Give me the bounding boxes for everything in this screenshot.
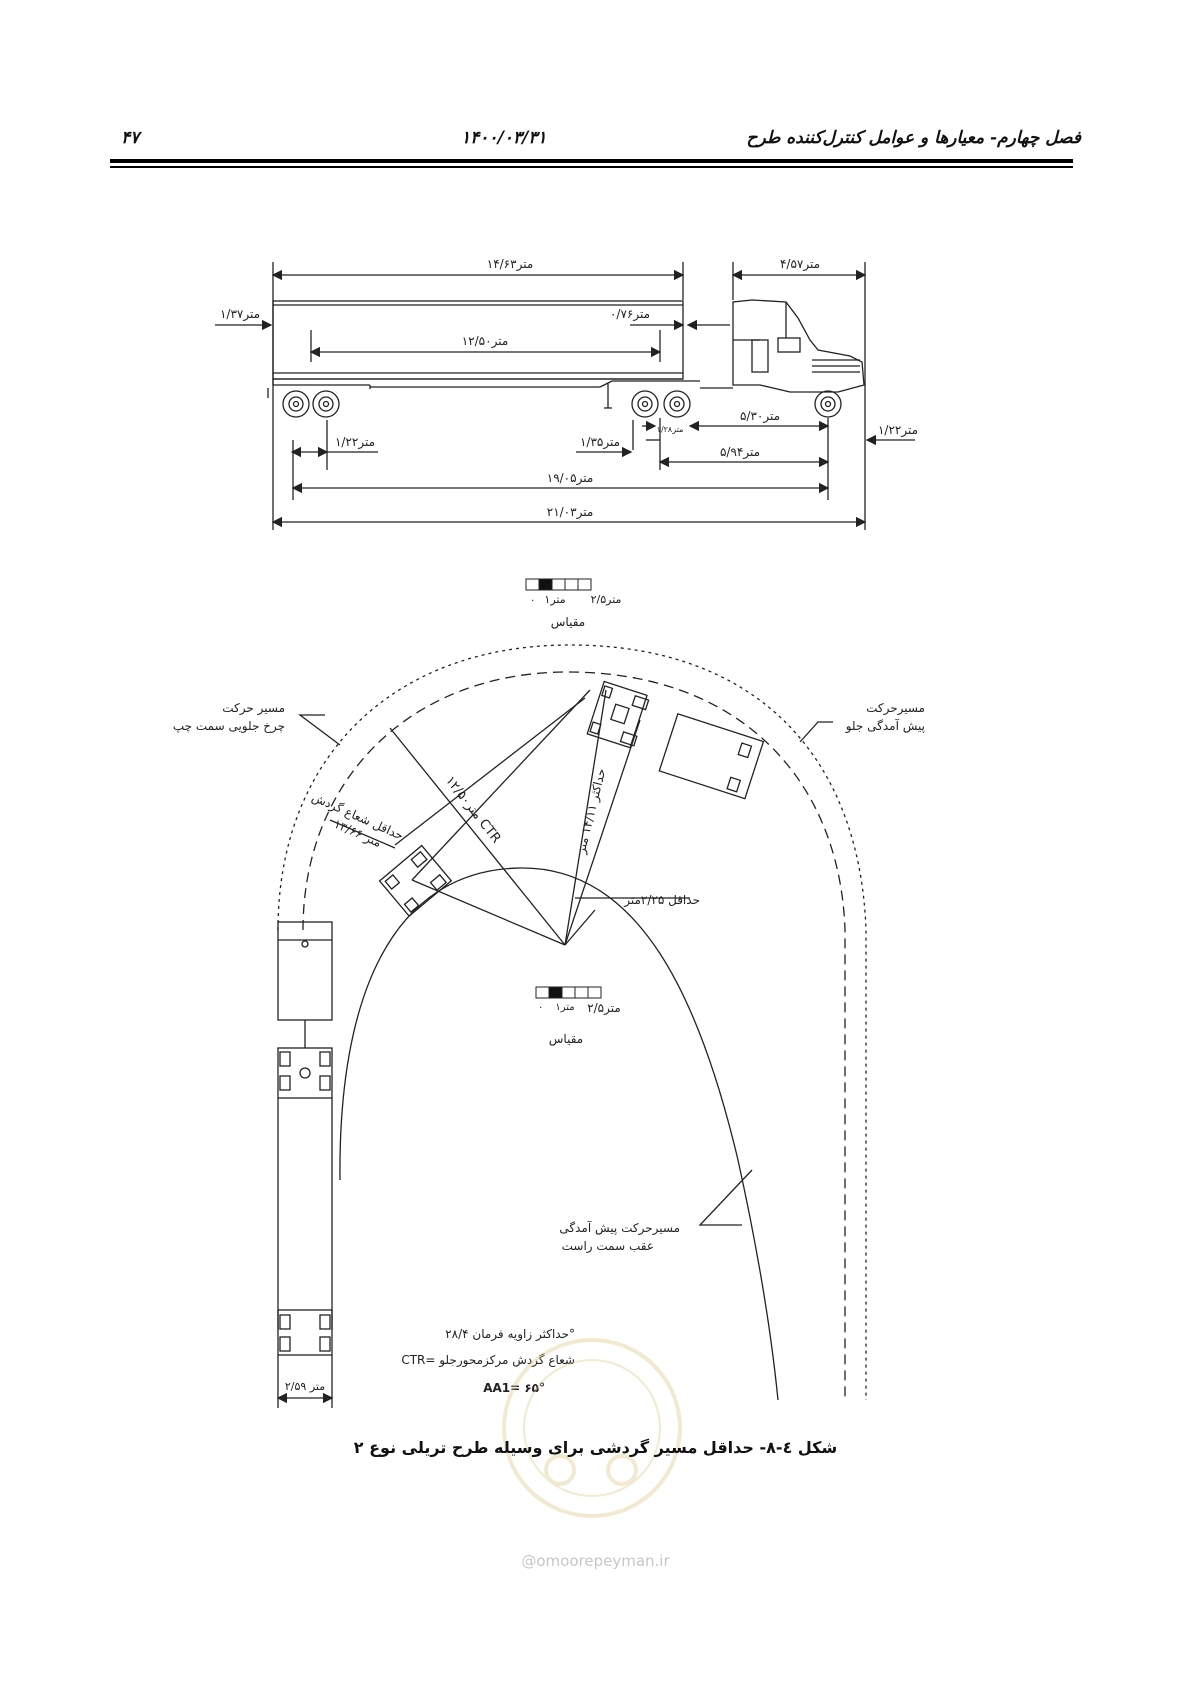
label-rear-right-2: عقب سمت راست xyxy=(562,1239,654,1254)
label-max-radius: حداکثر ۱۴/۱۱ متر xyxy=(574,767,610,856)
chapter-title: فصل چهارم- معیارها و عوامل کنترل‌کننده ط… xyxy=(746,128,1081,148)
dim-cab-length: ۴/۵۷متر xyxy=(780,257,820,272)
plan-scale-zero: ۰ xyxy=(538,1002,543,1013)
tractor-cab xyxy=(700,299,865,393)
label-front-overhang-2: پیش آمدگی جلو xyxy=(845,718,925,734)
vehicle-turning-mid xyxy=(378,844,453,918)
dim-tandem-spacing: ۱/۲۸متر xyxy=(657,425,684,434)
dim-front-overhang: ۱/۲۲متر xyxy=(878,423,918,438)
footer-watermark-url: @omoorepeyman.ir xyxy=(521,1552,670,1570)
vehicle-straight-left xyxy=(276,921,334,1408)
header-rule-thin xyxy=(110,166,1073,168)
dim-trailer-length: ۱۴/۶۳متر xyxy=(487,257,534,272)
note-ctr: CTR= شعاع گردش مرکزمحورجلو xyxy=(401,1353,575,1368)
label-min-inner: حداقل ۲/۲۵متر xyxy=(623,893,700,908)
label-rear-right-1: مسیرحرکت پیش آمدگی xyxy=(559,1220,680,1236)
dim-trailer-tandem: ۱/۲۲متر xyxy=(335,435,375,450)
label-width: ۲/۵۹ متر xyxy=(285,1380,325,1393)
dim-tractor-wheelbase: ۵/۳۰متر xyxy=(740,409,780,424)
truck-elevation xyxy=(215,262,915,530)
scale-zero: ۰ xyxy=(530,595,535,606)
label-left-front-wheel-2: چرخ جلویی سمت چپ xyxy=(173,719,285,734)
scale-max: ۲/۵متر xyxy=(591,593,622,606)
watermark-seal xyxy=(502,1338,682,1518)
plan-scale-mid: ۱متر xyxy=(555,1002,574,1013)
dim-overall-wheelbase: ۱۹/۰۵متر xyxy=(547,471,594,486)
dim-kingpin-offset: ۰/۷۶متر xyxy=(610,307,650,322)
vehicle-turning-top xyxy=(586,680,765,800)
dim-kingpin-tandem: ۱/۳۵متر xyxy=(580,435,620,450)
dim-trailer-axle-span: ۱۲/۵۰متر xyxy=(462,334,509,349)
plan-scale-max: ۲/۵متر xyxy=(587,1001,621,1016)
dim-overall-length: ۲۱/۰۳متر xyxy=(547,505,594,520)
scale-label: مقیاس xyxy=(551,615,585,630)
wheels xyxy=(282,390,842,418)
header-rule-thick xyxy=(110,159,1073,163)
header-date: ۱۴۰۰/۰۳/۳۱ xyxy=(461,128,547,148)
turning-plan xyxy=(276,644,867,1408)
dim-rear-overhang: ۱/۳۷متر xyxy=(220,307,260,322)
trailer-body xyxy=(267,300,700,409)
page-number: ۴۷ xyxy=(121,128,140,148)
scale-bar-top: ۰ ۱متر ۲/۵متر مقیاس xyxy=(525,578,622,630)
scale-bar-plan: ۰ ۱متر ۲/۵متر مقیاس xyxy=(535,986,621,1047)
scale-mid: ۱متر xyxy=(544,593,565,606)
label-front-overhang-1: مسیرحرکت xyxy=(866,701,925,716)
note-steering: حداکثر زاویه فرمان ۲۸/۴° xyxy=(445,1327,575,1342)
figure-caption: شکل ٤-٨- حداقل مسیر گردشی برای وسیله طرح… xyxy=(353,1438,838,1457)
plan-scale-label: مقیاس xyxy=(549,1032,583,1047)
label-left-front-wheel-1: مسیر حرکت xyxy=(222,701,285,716)
note-articulation: AA1= ۶۵° xyxy=(483,1381,545,1395)
elevation-dimension-labels: ۱۴/۶۳متر ۴/۵۷متر ۱/۳۷متر ۰/۷۶متر ۱۲/۵۰مت… xyxy=(220,257,918,520)
dim-front-rear-tractor: ۵/۹۴متر xyxy=(720,445,760,460)
